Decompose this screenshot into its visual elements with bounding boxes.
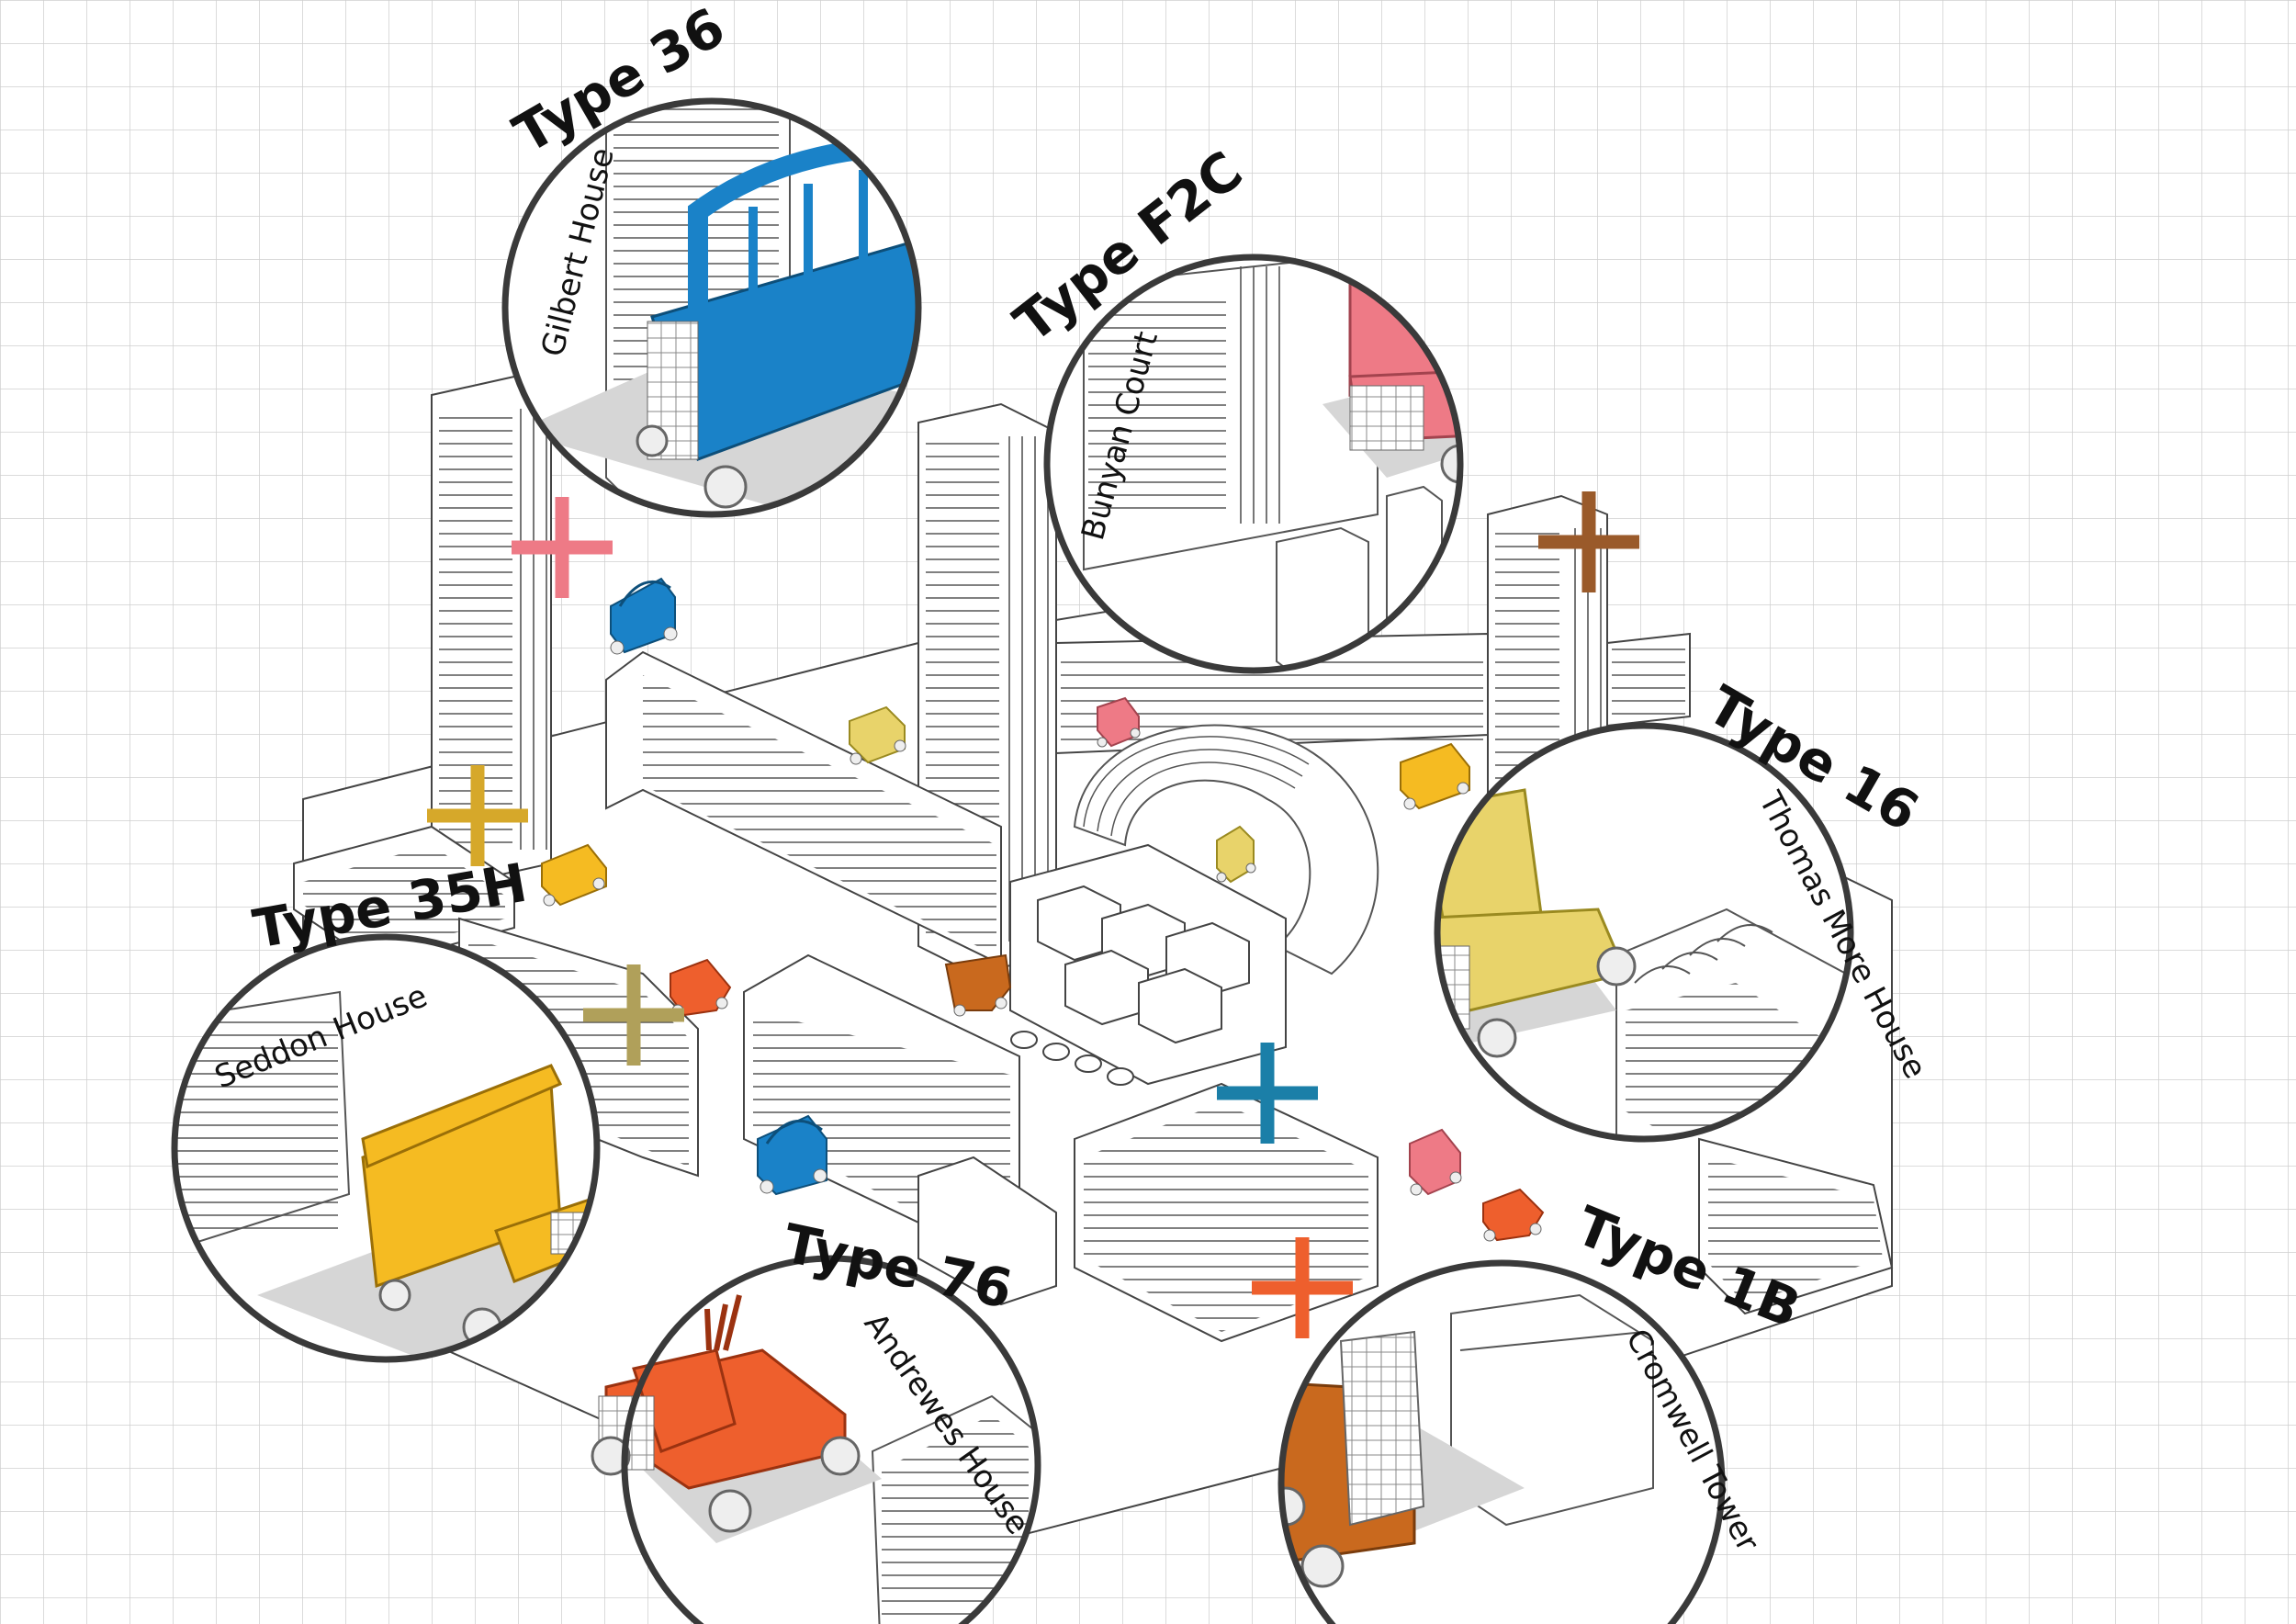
callout-illustration	[174, 990, 597, 1359]
plus-marker-icon	[1252, 1237, 1353, 1338]
callout-type-f2c: Type F2C Bunyan Court	[1003, 139, 1464, 674]
mobile-cart-icon	[1097, 696, 1141, 748]
mobile-cart-icon	[541, 843, 607, 907]
mobile-cart-icon	[944, 953, 1012, 1017]
mobile-cart-icon	[1400, 742, 1470, 810]
terrace-east	[1055, 632, 1691, 755]
plus-marker-icon	[1538, 491, 1639, 592]
planter-row	[1010, 1031, 1134, 1086]
callout-type-1b: Type 1B Cromwell Tower	[1277, 1194, 1809, 1624]
callout-illustration	[514, 101, 918, 514]
crescent-block	[1073, 724, 1379, 976]
callout-illustration	[1281, 1293, 1654, 1588]
mobile-cart-icon	[849, 705, 906, 765]
mobile-cart-icon	[1409, 1128, 1462, 1196]
mobile-cart-icon	[757, 1114, 827, 1196]
callout-type-76: Type 76 Andrewes House	[591, 1212, 1041, 1624]
mobile-cart-icon	[591, 1294, 861, 1533]
central-cluster	[1009, 843, 1287, 1086]
mobile-cart-icon	[1482, 1188, 1545, 1242]
left-tower	[431, 375, 552, 884]
callout-type-36: Type 36 Gilbert House	[501, 0, 922, 518]
callout-illustration	[1083, 257, 1460, 671]
plus-markers	[427, 491, 1639, 1338]
plus-marker-icon	[427, 765, 528, 866]
mobile-cart-icon	[1216, 825, 1256, 884]
plus-marker-icon	[512, 497, 613, 598]
plus-marker-icon	[583, 964, 684, 1066]
plus-marker-icon	[1217, 1043, 1318, 1144]
mobile-cart-icon	[610, 577, 678, 655]
